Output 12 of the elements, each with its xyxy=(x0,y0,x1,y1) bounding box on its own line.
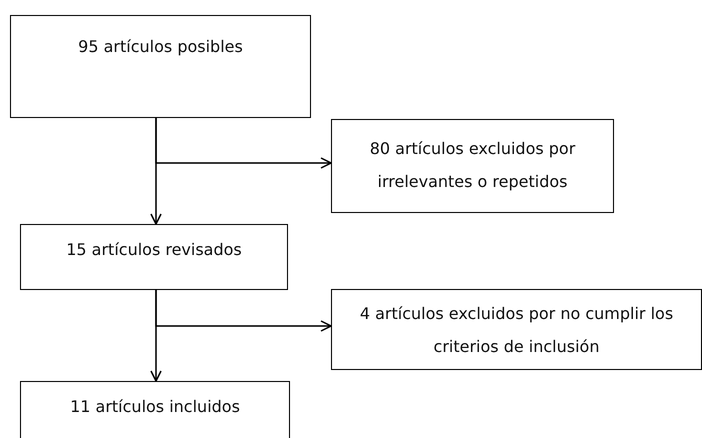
box-text: 4 artículos excluidos por no cumplir los criterios de inclusión xyxy=(358,303,674,358)
box-text: 11 artículos incluidos xyxy=(69,396,241,418)
box-text: 15 artículos revisados xyxy=(65,239,243,261)
arrow xyxy=(150,290,162,382)
process-box xyxy=(10,15,311,118)
process-box xyxy=(331,119,614,213)
process-box xyxy=(331,289,702,370)
process-box xyxy=(20,224,288,290)
process-box xyxy=(20,381,290,438)
box-text: 95 artículos posibles xyxy=(77,36,244,58)
box-text: 80 artículos excluidos por irrelevantes o repetidos xyxy=(368,138,576,193)
arrow xyxy=(150,118,162,225)
